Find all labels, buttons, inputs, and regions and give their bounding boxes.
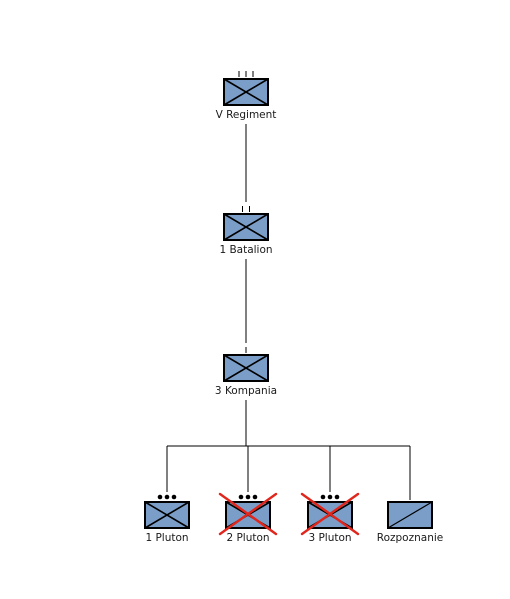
unit-label: 3 Kompania bbox=[215, 385, 277, 397]
echelon-dot bbox=[238, 494, 244, 500]
echelon-dot bbox=[157, 494, 163, 500]
unit-node-pluton3: 3 Pluton bbox=[300, 492, 360, 544]
unit-node-rozpoznanie: Rozpoznanie bbox=[377, 501, 443, 544]
recon-diagonal bbox=[387, 501, 433, 529]
infantry-diagonal bbox=[144, 501, 190, 529]
echelon-dot bbox=[252, 494, 258, 500]
unit-label: 2 Pluton bbox=[226, 532, 269, 544]
infantry-diagonal bbox=[223, 213, 269, 241]
unit-node-regiment: V Regiment bbox=[216, 71, 277, 121]
unit-label: 1 Pluton bbox=[145, 532, 188, 544]
echelon-dot bbox=[320, 494, 326, 500]
unit-node-kompania: 3 Kompania bbox=[215, 347, 277, 397]
unit-node-pluton2: 2 Pluton bbox=[218, 492, 278, 544]
echelon-dot bbox=[327, 494, 333, 500]
unit-label: 1 Batalion bbox=[219, 244, 272, 256]
cross-out-stroke bbox=[218, 492, 278, 536]
unit-node-pluton1: 1 Pluton bbox=[144, 494, 190, 544]
cross-out-stroke bbox=[300, 492, 360, 536]
infantry-diagonal bbox=[223, 78, 269, 106]
unit-label: Rozpoznanie bbox=[377, 532, 443, 544]
connectors bbox=[166, 124, 411, 500]
unit-nodes: V Regiment 1 Batalion 3 Kompania 1 Pluton 2 … bbox=[144, 71, 443, 544]
echelon-dot bbox=[334, 494, 340, 500]
echelon-dot bbox=[245, 494, 251, 500]
echelon-dot bbox=[164, 494, 170, 500]
unit-node-batalion: 1 Batalion bbox=[219, 206, 273, 256]
echelon-dot bbox=[171, 494, 177, 500]
unit-label: 3 Pluton bbox=[308, 532, 351, 544]
unit-label: V Regiment bbox=[216, 109, 277, 121]
infantry-diagonal bbox=[223, 354, 269, 382]
